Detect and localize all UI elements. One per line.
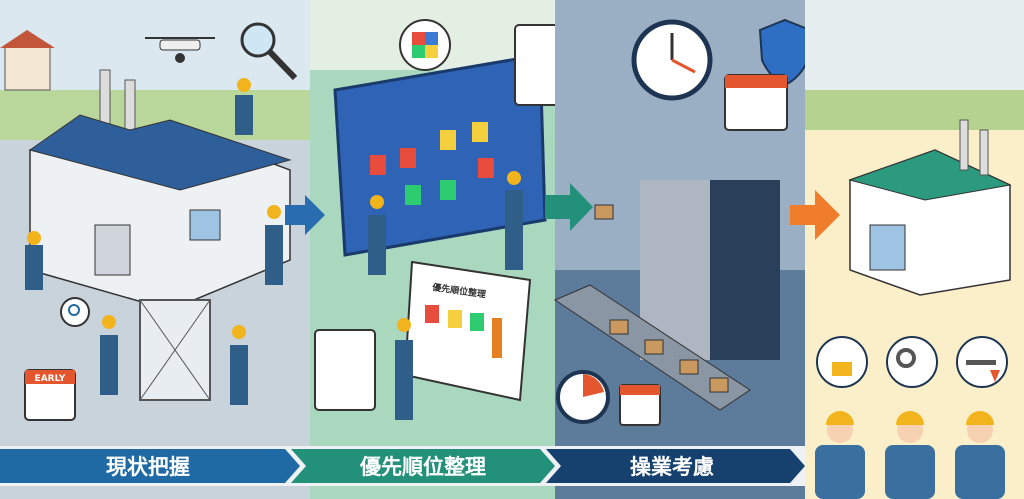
- magnifier-icon: [240, 22, 298, 81]
- step-label-operations: 操業考慮: [630, 455, 714, 479]
- panel-current-state: EARLY: [0, 0, 310, 499]
- house: [4, 44, 51, 91]
- calendar-label: EARLY: [35, 374, 66, 384]
- factory-building: [28, 69, 292, 311]
- step-operations: [546, 449, 805, 483]
- calendar-icon: [619, 74, 788, 426]
- conveyor-down-icon: [956, 336, 1008, 388]
- step-current-state: [0, 449, 300, 483]
- clock-icon: [631, 19, 713, 101]
- arrow-right-icon: [285, 195, 325, 235]
- arrow-right-icon: [790, 190, 840, 240]
- cost-down-icon: [816, 336, 868, 388]
- whiteboard: 優先順位整理: [403, 260, 532, 402]
- step-label-current-state: 現状把握: [106, 455, 190, 479]
- arrow-right-icon: [545, 183, 593, 231]
- workers: [368, 171, 523, 420]
- drone-icon: [145, 37, 215, 63]
- process-banner: 現状把握 優先順位整理 操業考慮: [0, 446, 805, 486]
- new-factory: [848, 119, 1012, 296]
- happy-workers: [815, 411, 1005, 499]
- puzzle-icon: [399, 19, 451, 71]
- step-label-prioritization: 優先順位整理: [359, 455, 486, 479]
- panel-result: [805, 0, 1024, 499]
- panel-prioritization: 優先順位整理: [310, 0, 571, 499]
- timer-icon: [556, 370, 610, 424]
- gear-icon: [886, 336, 938, 388]
- scaffold-structure: [139, 299, 211, 401]
- conveyor-belt: [553, 204, 751, 411]
- search-bubble-icon: [60, 297, 90, 327]
- calendar-icon: EARLY: [24, 369, 76, 421]
- planning-board: [333, 53, 547, 257]
- step-prioritization: [291, 449, 555, 483]
- panel-operations: [553, 0, 812, 499]
- workers: [25, 78, 283, 405]
